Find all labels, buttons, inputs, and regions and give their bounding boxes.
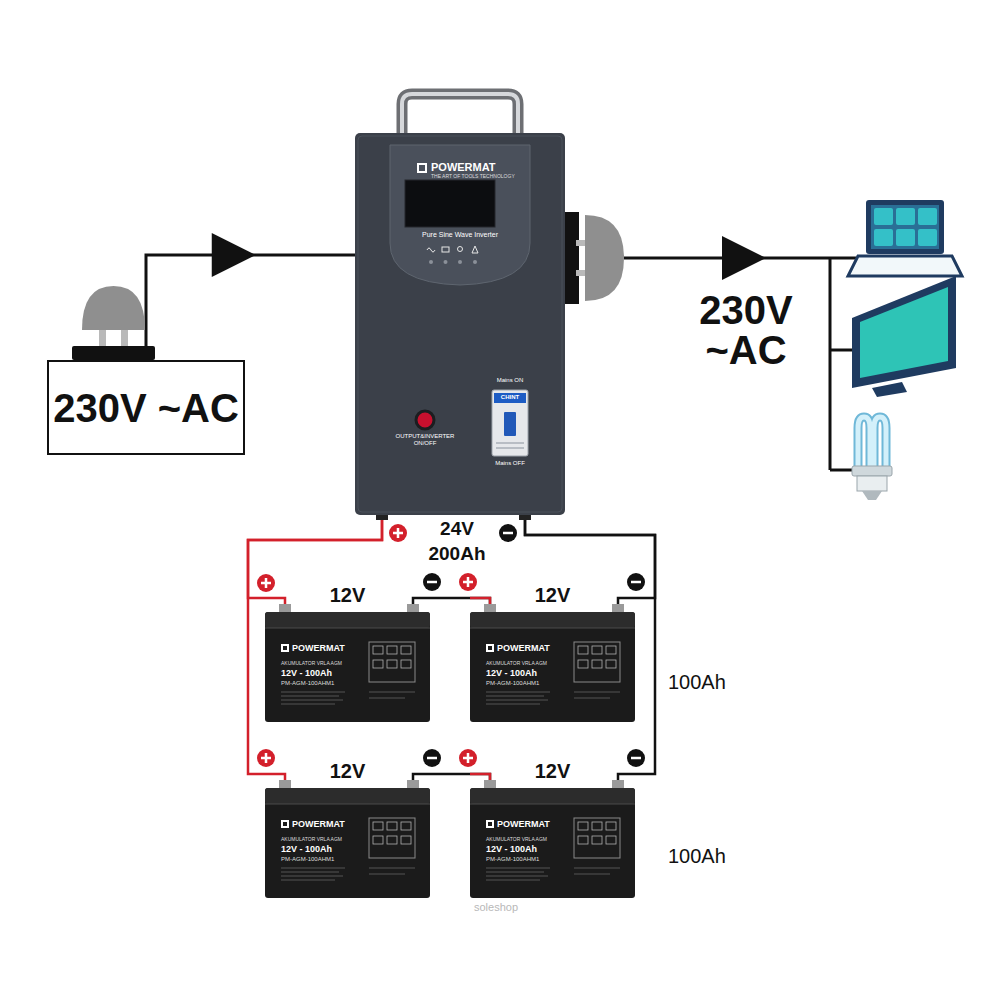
battery-voltage: 12V bbox=[295, 760, 400, 783]
wire bbox=[413, 598, 490, 612]
inverter-unit: POWERMATTHE ART OF TOOLS TECHNOLOGY Pure … bbox=[355, 133, 565, 515]
battery: 12VPOWERMATAKUMULATOR VRLA AGM12V - 100A… bbox=[470, 788, 635, 898]
laptop-icon bbox=[848, 200, 962, 276]
battery-body bbox=[470, 612, 635, 722]
battery-body bbox=[265, 788, 430, 898]
watermark: soleshop bbox=[474, 901, 518, 914]
brand-logo: POWERMAT bbox=[497, 643, 550, 653]
brand-logo: POWERMAT bbox=[292, 643, 345, 653]
battery-voltage: 12V bbox=[500, 584, 605, 607]
model-number: PM-AGM-100AHM1 bbox=[281, 680, 334, 687]
battery-type: AKUMULATOR VRLA AGM bbox=[281, 661, 342, 667]
output-wiring bbox=[624, 258, 856, 470]
output-voltage-label: 230V ~AC bbox=[688, 290, 804, 370]
battery: 12VPOWERMATAKUMULATOR VRLA AGM12V - 100A… bbox=[265, 612, 430, 722]
brand-logo: POWERMAT bbox=[292, 819, 345, 829]
monitor-icon bbox=[852, 276, 956, 397]
brand-logo: POWERMAT bbox=[497, 819, 550, 829]
breaker-on-label: Mains ON bbox=[482, 377, 538, 384]
power-source-box: 230V ~AC bbox=[47, 360, 245, 455]
output-plug bbox=[565, 212, 624, 304]
capacity-label: 100Ah bbox=[668, 671, 726, 694]
battery-rating: 12V - 100Ah bbox=[486, 844, 537, 854]
model-number: PM-AGM-100AHM1 bbox=[486, 856, 539, 863]
wire bbox=[146, 255, 355, 360]
battery-type: AKUMULATOR VRLA AGM bbox=[281, 837, 342, 843]
brand-logo: POWERMAT bbox=[431, 161, 496, 174]
battery-body bbox=[470, 788, 635, 898]
model-number: PM-AGM-100AHM1 bbox=[281, 856, 334, 863]
wire bbox=[413, 774, 490, 788]
battery-rating: 12V - 100Ah bbox=[281, 668, 332, 678]
breaker-brand: CHINT bbox=[494, 394, 526, 401]
breaker-off-label: Mains OFF bbox=[482, 460, 538, 467]
bank-rating-label: 24V 200Ah bbox=[416, 517, 498, 566]
battery-type: AKUMULATOR VRLA AGM bbox=[486, 661, 547, 667]
inverter-body bbox=[355, 133, 565, 515]
switch-label: OUTPUT&INVERTER ON/OFF bbox=[392, 433, 458, 447]
arrowhead bbox=[212, 233, 256, 277]
battery: 12VPOWERMATAKUMULATOR VRLA AGM12V - 100A… bbox=[470, 612, 635, 722]
battery-voltage: 12V bbox=[500, 760, 605, 783]
capacity-label: 100Ah bbox=[668, 845, 726, 868]
connector bbox=[146, 233, 355, 360]
flow-arrowhead bbox=[722, 236, 766, 280]
battery: 12VPOWERMATAKUMULATOR VRLA AGM12V - 100A… bbox=[265, 788, 430, 898]
bulb-icon bbox=[852, 417, 892, 500]
brand-tagline: THE ART OF TOOLS TECHNOLOGY bbox=[431, 174, 515, 180]
model-number: PM-AGM-100AHM1 bbox=[486, 680, 539, 687]
voltage-label: 230V ~AC bbox=[53, 387, 239, 429]
connector bbox=[413, 774, 490, 788]
product-name: Pure Sine Wave Inverter bbox=[390, 231, 530, 239]
battery-body bbox=[265, 612, 430, 722]
battery-rating: 12V - 100Ah bbox=[281, 844, 332, 854]
battery-rating: 12V - 100Ah bbox=[486, 668, 537, 678]
battery-type: AKUMULATOR VRLA AGM bbox=[486, 837, 547, 843]
input-plug bbox=[72, 286, 155, 360]
connector bbox=[413, 598, 490, 612]
inverter-handle bbox=[402, 94, 518, 136]
battery-voltage: 12V bbox=[295, 584, 400, 607]
